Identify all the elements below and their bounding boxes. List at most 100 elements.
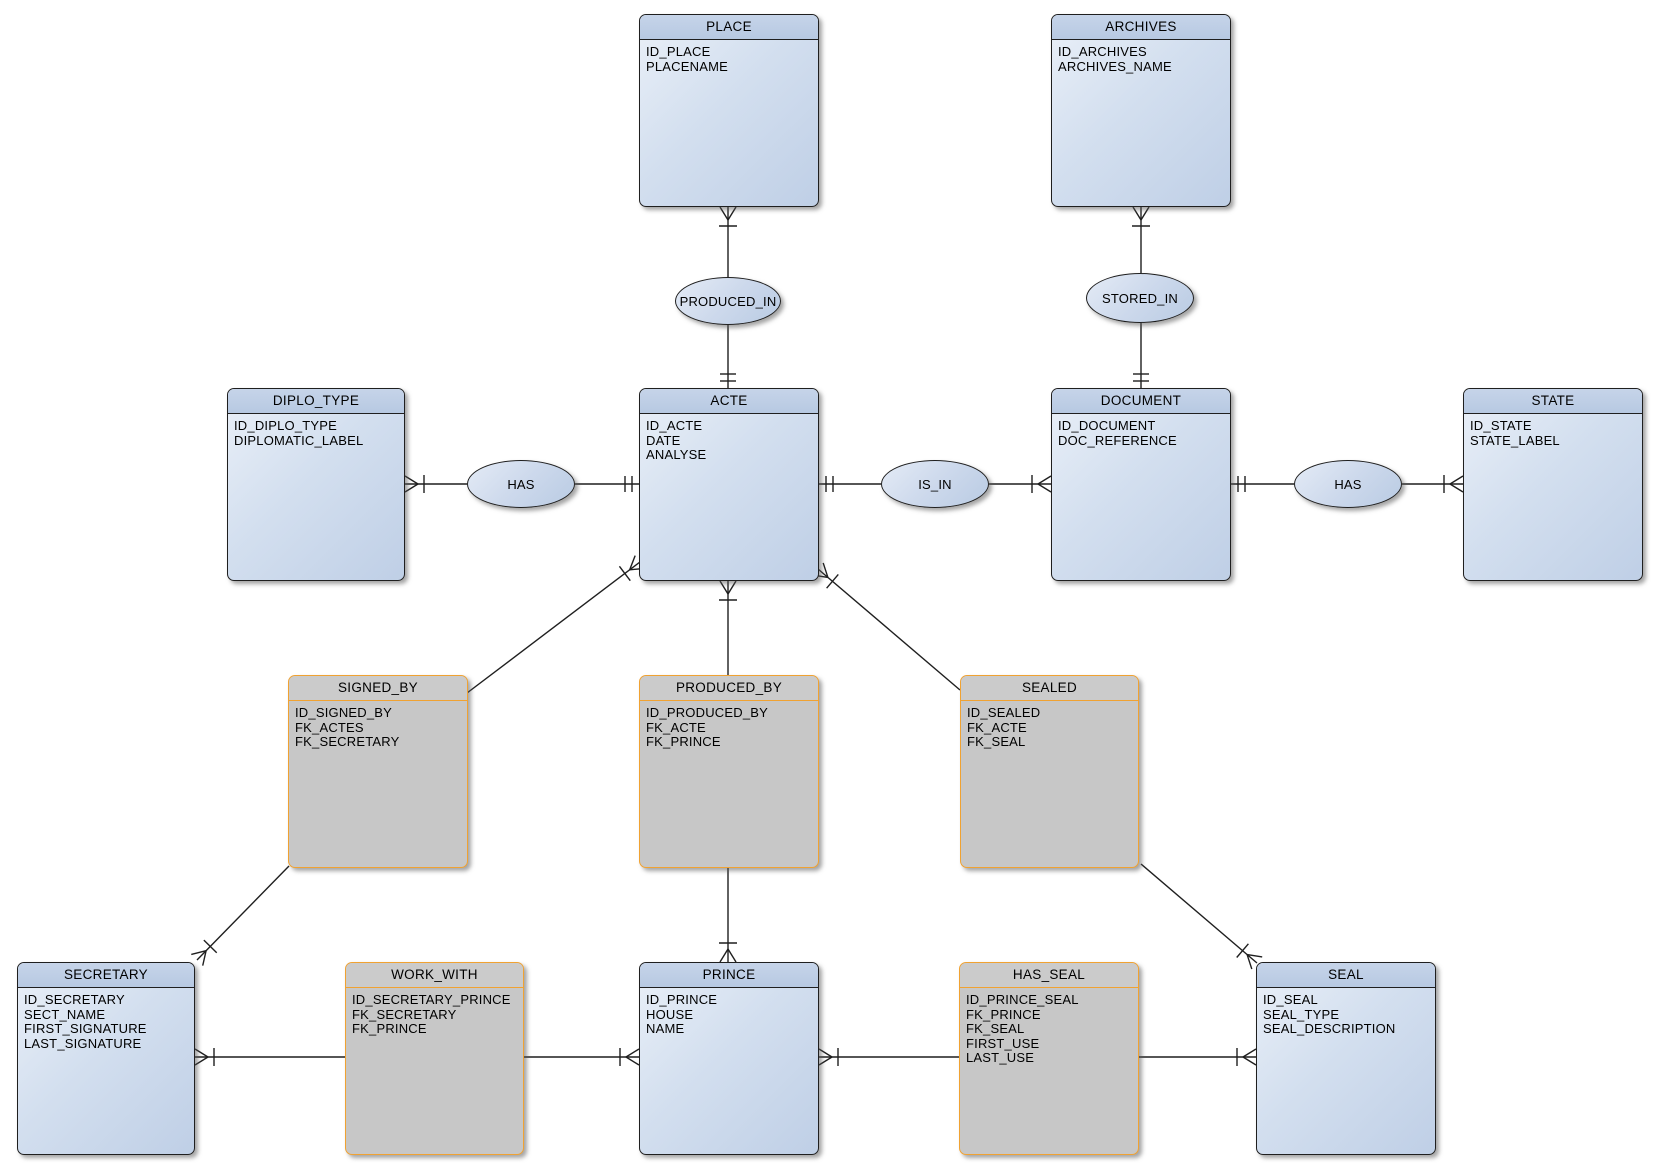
attribute: ID_SIGNED_BY bbox=[295, 705, 393, 720]
attribute: DOC_REFERENCE bbox=[1058, 432, 1177, 448]
attribute: PLACENAME bbox=[646, 58, 728, 74]
connector-sealed-to-seal bbox=[1140, 863, 1263, 970]
relationship-label: IS_IN bbox=[918, 476, 952, 492]
attribute: ANALYSE bbox=[646, 447, 707, 462]
attribute: ID_DOCUMENT bbox=[1058, 418, 1156, 433]
relationship-label: PRODUCED_IN bbox=[679, 293, 777, 309]
attribute: LAST_USE bbox=[966, 1050, 1035, 1065]
attribute: FK_PRINCE bbox=[966, 1006, 1041, 1022]
attribute: FK_ACTES bbox=[295, 719, 364, 735]
relationship-label: HAS bbox=[1334, 476, 1362, 492]
attribute: ID_STATE bbox=[1470, 418, 1532, 433]
table-title: SEALED bbox=[961, 676, 1138, 701]
table-title: HAS_SEAL bbox=[960, 963, 1138, 988]
table-title: SECRETARY bbox=[18, 963, 194, 988]
connector-diplo_type-to-has bbox=[404, 475, 467, 493]
connector-acte-to-signed_by bbox=[466, 555, 645, 694]
connector-acte-to-sealed bbox=[812, 562, 961, 691]
attribute: FK_SECRETARY bbox=[295, 734, 400, 749]
attribute: SEAL_TYPE bbox=[1263, 1006, 1340, 1022]
connector-signed_by-to-secretary bbox=[191, 865, 290, 966]
table-title: SEAL bbox=[1257, 963, 1435, 988]
connector-work_with-to-prince bbox=[524, 1048, 640, 1066]
connector-acte-to-is_in bbox=[819, 476, 881, 492]
attribute: FIRST_USE bbox=[966, 1035, 1040, 1051]
table-title: DIPLO_TYPE bbox=[228, 389, 404, 414]
attribute: FK_SEAL bbox=[966, 1021, 1025, 1036]
attribute: ID_SEAL bbox=[1263, 992, 1318, 1007]
attribute: HOUSE bbox=[646, 1006, 694, 1022]
connector-produced_in-to-acte bbox=[720, 325, 736, 388]
attribute: FK_ACTE bbox=[967, 719, 1027, 735]
relationship-has-2[interactable]: HAS bbox=[1294, 460, 1402, 508]
attribute: ID_DIPLO_TYPE bbox=[234, 418, 338, 433]
table-title: ARCHIVES bbox=[1052, 15, 1230, 40]
attribute: STATE_LABEL bbox=[1470, 432, 1560, 448]
attribute: ID_SEALED bbox=[967, 705, 1041, 720]
connector-is_in-to-document bbox=[989, 475, 1052, 493]
connector-produced_by-to-prince bbox=[719, 868, 737, 963]
attribute: LAST_SIGNATURE bbox=[24, 1035, 142, 1051]
attribute: FK_PRINCE bbox=[646, 734, 721, 749]
table-title: DOCUMENT bbox=[1052, 389, 1230, 414]
relationship-is-in[interactable]: IS_IN bbox=[881, 460, 989, 508]
table-title: ACTE bbox=[640, 389, 818, 414]
table-title: WORK_WITH bbox=[346, 963, 523, 988]
connector-secretary-to-work_with bbox=[194, 1048, 345, 1066]
attribute: ID_PLACE bbox=[646, 44, 711, 59]
attribute: FK_SECRETARY bbox=[352, 1006, 457, 1022]
attribute: ID_ACTE bbox=[646, 418, 703, 433]
relationship-label: HAS bbox=[507, 476, 535, 492]
attribute: ID_PRINCE bbox=[646, 992, 718, 1007]
connector-acte-to-produced_by bbox=[719, 580, 737, 675]
relationship-has-1[interactable]: HAS bbox=[467, 460, 575, 508]
attribute: SEAL_DESCRIPTION bbox=[1263, 1021, 1396, 1036]
attribute: FK_SEAL bbox=[967, 734, 1026, 749]
relationship-label: STORED_IN bbox=[1102, 290, 1178, 306]
connector-has_seal-to-seal bbox=[1139, 1048, 1257, 1066]
connector-has-to-acte bbox=[575, 476, 639, 492]
attribute: ID_SECRETARY_PRINCE bbox=[352, 992, 511, 1007]
attribute: FK_ACTE bbox=[646, 719, 706, 735]
relationship-stored-in[interactable]: STORED_IN bbox=[1086, 273, 1194, 323]
table-title: PLACE bbox=[640, 15, 818, 40]
attribute: FIRST_SIGNATURE bbox=[24, 1021, 147, 1036]
table-title: PRINCE bbox=[640, 963, 818, 988]
table-title: STATE bbox=[1464, 389, 1642, 414]
attribute: ID_PRINCE_SEAL bbox=[966, 992, 1079, 1007]
table-title: SIGNED_BY bbox=[289, 676, 467, 701]
connector-document-to-has bbox=[1231, 476, 1294, 492]
table-title: PRODUCED_BY bbox=[640, 676, 818, 701]
connector-stored_in-to-document bbox=[1133, 323, 1149, 388]
attribute: FK_PRINCE bbox=[352, 1021, 427, 1036]
attribute: ARCHIVES_NAME bbox=[1058, 58, 1172, 74]
relationship-produced-in[interactable]: PRODUCED_IN bbox=[675, 277, 781, 325]
